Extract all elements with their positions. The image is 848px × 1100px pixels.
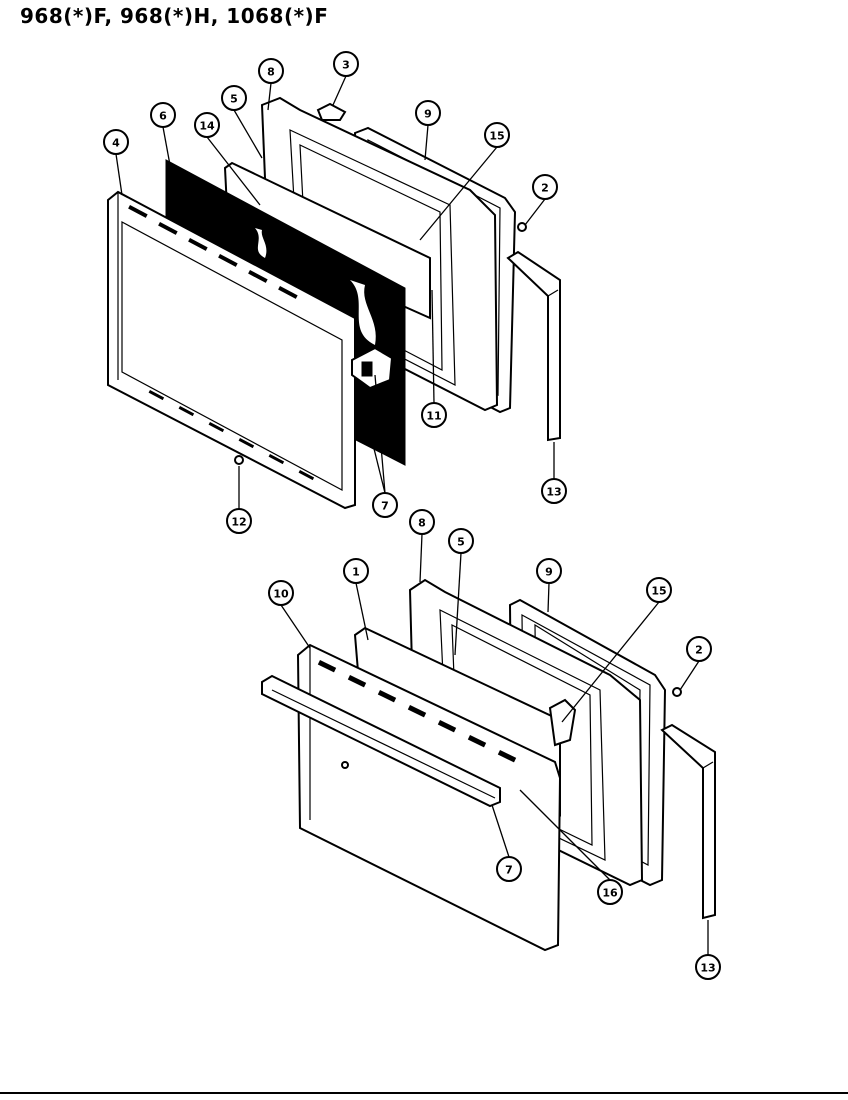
- top-clip: [316, 102, 347, 121]
- top-callout-2: 2: [532, 174, 558, 200]
- callout-number: 5: [457, 536, 465, 549]
- callout-number: 5: [230, 93, 238, 106]
- bottom-callout-8: 8: [409, 509, 435, 535]
- bottom-callout-10: 10: [268, 580, 294, 606]
- callout-circle: [226, 508, 252, 534]
- callout-circle: [221, 85, 247, 111]
- callout-circle: [343, 558, 369, 584]
- callout-number: 15: [651, 585, 666, 598]
- bottom-callout-5: 5: [448, 528, 474, 554]
- top-callout-5: 5: [221, 85, 247, 111]
- top-callout-15: 15: [484, 122, 510, 148]
- callout-number: 2: [541, 182, 549, 195]
- callout-number: 14: [199, 120, 215, 133]
- top-leader-lines: [115, 75, 555, 509]
- top-callout-12: 12: [226, 508, 252, 534]
- callout-circle: [686, 636, 712, 662]
- callout-circle: [484, 122, 510, 148]
- callout-circle: [421, 402, 447, 428]
- top-hinge-strip: [506, 250, 561, 442]
- callout-number: 7: [381, 500, 389, 513]
- callout-circle: [536, 558, 562, 584]
- callout-circle: [409, 509, 435, 535]
- bottom-callout-1: 1: [343, 558, 369, 584]
- bottom-callout-13: 13: [695, 954, 721, 980]
- callout-number: 9: [545, 566, 553, 579]
- bottom-callout-7: 7: [496, 856, 522, 882]
- callout-number: 3: [342, 59, 350, 72]
- callout-number: 9: [424, 108, 432, 121]
- bottom-nut: [672, 687, 682, 697]
- callout-circle: [268, 580, 294, 606]
- callout-number: 8: [267, 66, 275, 79]
- callout-circle: [541, 478, 567, 504]
- bottom-callout-15: 15: [646, 577, 672, 603]
- callout-number: 7: [505, 864, 513, 877]
- callout-circle: [333, 51, 359, 77]
- callout-circle: [194, 112, 220, 138]
- bottom-screw: [341, 761, 349, 769]
- callout-circle: [695, 954, 721, 980]
- bottom-callout-2: 2: [686, 636, 712, 662]
- top-callout-7: 7: [372, 492, 398, 518]
- callout-number: 13: [546, 486, 561, 499]
- callout-number: 1: [352, 566, 360, 579]
- bottom-door-handle: [261, 674, 501, 808]
- top-callout-13: 13: [541, 478, 567, 504]
- callout-number: 15: [489, 130, 504, 143]
- callout-number: 16: [602, 887, 618, 900]
- page-bottom-rule: [0, 1092, 848, 1094]
- callout-circle: [150, 102, 176, 128]
- callout-circle: [597, 879, 623, 905]
- top-handle-brackets: [351, 346, 394, 390]
- bottom-callouts: 8 5 9 1 10 15 2 7 16 13: [268, 509, 721, 980]
- top-callout-6: 6: [150, 102, 176, 128]
- callout-circle: [448, 528, 474, 554]
- callout-number: 13: [700, 962, 715, 975]
- top-door-assembly: [107, 96, 561, 510]
- callout-circle: [646, 577, 672, 603]
- top-callout-14: 14: [194, 112, 220, 138]
- callout-circle: [532, 174, 558, 200]
- bottom-hinge-strip: [660, 723, 716, 920]
- bottom-door-assembly: [261, 578, 716, 952]
- top-callout-3: 3: [333, 51, 359, 77]
- top-callout-8: 8: [258, 58, 284, 84]
- top-screw: [234, 455, 244, 465]
- callout-number: 12: [231, 516, 246, 529]
- top-callout-11: 11: [421, 402, 447, 428]
- callout-number: 2: [695, 644, 703, 657]
- callout-number: 10: [273, 588, 289, 601]
- bottom-leader-lines: [280, 533, 709, 955]
- callout-circle: [496, 856, 522, 882]
- top-callout-9: 9: [415, 100, 441, 126]
- top-nut: [517, 222, 527, 232]
- callout-circle: [372, 492, 398, 518]
- callout-circle: [103, 129, 129, 155]
- callout-number: 11: [426, 410, 441, 423]
- callout-number: 4: [112, 137, 120, 150]
- diagram-title: 968(*)F, 968(*)H, 1068(*)F: [20, 4, 329, 28]
- bottom-callout-16: 16: [597, 879, 623, 905]
- top-callout-4: 4: [103, 129, 129, 155]
- callout-circle: [258, 58, 284, 84]
- top-callouts: 8 3 6 5 14 9 15 4 2 11 7 12 13: [103, 51, 567, 534]
- top-door-frame: [107, 190, 356, 510]
- bottom-bracket: [548, 698, 577, 747]
- callout-circle: [415, 100, 441, 126]
- bottom-callout-9: 9: [536, 558, 562, 584]
- callout-number: 8: [418, 517, 426, 530]
- callout-number: 6: [159, 110, 167, 123]
